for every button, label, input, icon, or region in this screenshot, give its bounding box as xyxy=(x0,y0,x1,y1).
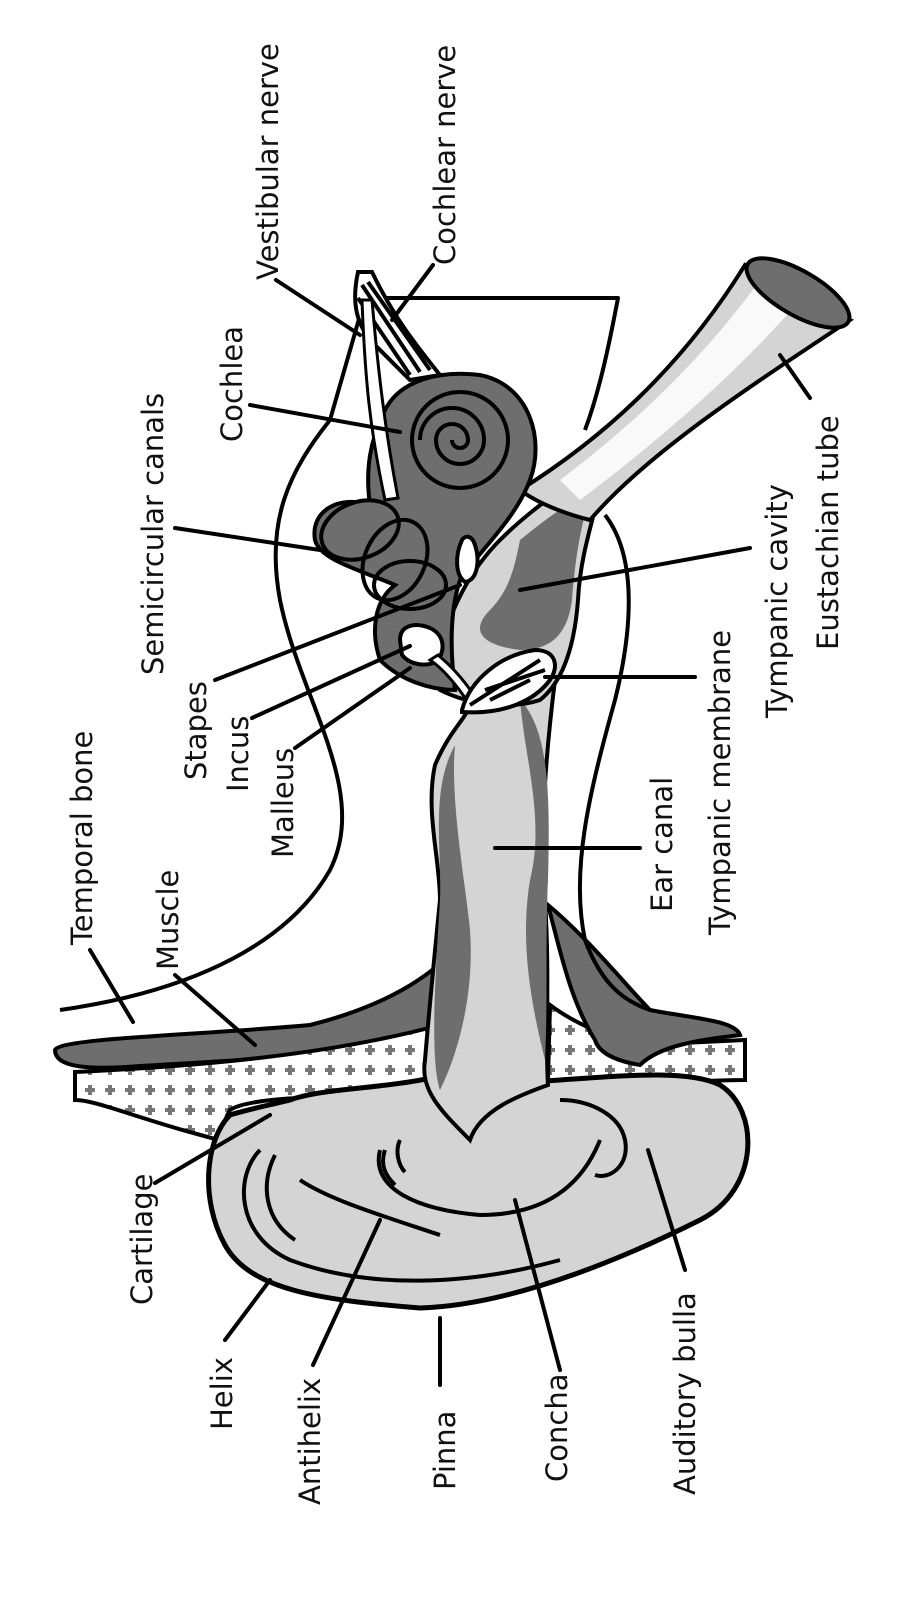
leader-antihelix xyxy=(311,1218,382,1367)
leader-temporal-bone xyxy=(88,948,135,1024)
helix-inner-line xyxy=(264,1154,297,1242)
leader-stapes xyxy=(213,583,462,682)
label-vestibular-nerve: Vestibular nerve xyxy=(251,43,285,280)
eustachian-tube-inner xyxy=(560,280,800,500)
cochlea-spiral xyxy=(410,390,510,490)
label-incus: Incus xyxy=(221,716,255,792)
label-cochlea: Cochlea xyxy=(215,326,249,442)
skin-fold-right xyxy=(577,513,651,1012)
label-concha: Concha xyxy=(540,1374,574,1482)
leader-cartilage xyxy=(153,1113,272,1185)
leader-cochlea xyxy=(248,403,402,434)
label-antihelix: Antihelix xyxy=(293,1378,327,1505)
label-pinna: Pinna xyxy=(428,1411,462,1490)
label-tympanic-membrane: Tympanic membrane xyxy=(703,630,737,936)
leader-auditory-bulla xyxy=(646,1148,687,1272)
label-muscle: Muscle xyxy=(151,870,185,970)
nerve-stalk xyxy=(360,298,400,502)
eustachian-tube-opening xyxy=(744,256,852,330)
label-malleus: Malleus xyxy=(266,748,300,858)
antihelix-line xyxy=(298,1178,441,1237)
ear-canal-shading-right xyxy=(520,700,549,1060)
label-semicircular-canals: Semicircular canals xyxy=(136,393,170,675)
ear-canal-shading xyxy=(434,745,471,1090)
concha-fold xyxy=(559,1098,628,1178)
leader-lines xyxy=(88,263,812,1387)
tympanic-membrane-lines xyxy=(468,658,546,707)
leader-muscle xyxy=(173,973,257,1047)
label-eustachian-tube: Eustachian tube xyxy=(811,415,845,650)
incus-shape xyxy=(397,623,445,667)
label-auditory-bulla: Auditory bulla xyxy=(668,1292,702,1495)
pinna-shape xyxy=(206,1062,751,1311)
leader-concha xyxy=(513,1198,562,1372)
leader-cochlear-nerve xyxy=(390,263,435,322)
muscle-right xyxy=(544,899,743,1068)
semicircular-canals-loops xyxy=(319,498,448,611)
stapes-shape xyxy=(455,534,480,585)
antihelix-marks xyxy=(381,1139,407,1187)
label-ear-canal: Ear canal xyxy=(645,777,679,912)
leader-helix xyxy=(223,1278,272,1342)
leader-incus xyxy=(250,644,412,720)
label-cartilage: Cartilage xyxy=(125,1174,159,1305)
leader-eustachian-tube xyxy=(778,353,812,400)
leader-vestibular-nerve xyxy=(274,278,362,337)
antihelix-curve xyxy=(376,1139,602,1217)
leader-semicircular-canals xyxy=(173,526,322,552)
label-stapes: Stapes xyxy=(179,681,213,780)
tympanic-cavity-shading xyxy=(480,495,590,650)
label-tympanic-cavity: Tympanic cavity xyxy=(760,484,794,719)
leader-malleus xyxy=(293,666,412,750)
leader-tympanic-cavity xyxy=(518,546,752,592)
helix-rim xyxy=(241,1148,561,1283)
label-temporal-bone: Temporal bone xyxy=(65,731,99,946)
label-cochlear-nerve: Cochlear nerve xyxy=(428,45,462,265)
labels: Vestibular nerve Cochlear nerve Cochlea … xyxy=(65,43,845,1505)
label-helix: Helix xyxy=(205,1357,239,1430)
